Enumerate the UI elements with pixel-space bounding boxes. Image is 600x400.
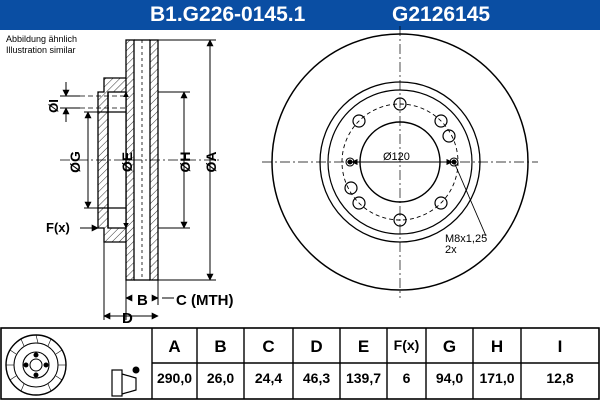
value-g: 94,0 (435, 370, 464, 386)
dim-label-f: F(x) (46, 220, 70, 235)
cross-section-view (60, 39, 220, 281)
col-header-d: D (310, 337, 323, 356)
reference-number: G2126145 (392, 3, 491, 26)
dim-label-c: C (MTH) (176, 292, 233, 309)
col-header-a: A (168, 337, 181, 356)
dim-label-i: ØI (46, 99, 61, 113)
col-header-f: F(x) (393, 337, 420, 353)
dim-label-d: D (122, 310, 133, 327)
part-number: B1.G226-0145.1 (150, 3, 306, 26)
value-e: 139,7 (345, 370, 382, 386)
disc-thumbnail (5, 334, 140, 397)
dim-label-a: ØA (203, 152, 219, 173)
value-b: 26,0 (206, 370, 235, 386)
pcd-label: Ø120 (383, 151, 410, 163)
section-icon (111, 369, 123, 397)
col-header-e: E (357, 337, 370, 356)
illustration-note-en: Illustration similar (6, 45, 76, 55)
illustration-note-de: Abbildung ähnlich (6, 34, 78, 44)
value-i: 12,8 (546, 370, 574, 386)
col-header-g: G (442, 337, 457, 356)
section-dimensions (60, 39, 216, 320)
value-f: 6 (402, 370, 411, 386)
dim-label-b: B (137, 292, 148, 309)
front-view (262, 26, 538, 298)
title-bar (0, 0, 600, 30)
value-d: 46,3 (302, 370, 331, 386)
col-header-b: B (214, 337, 227, 356)
spec-table-grid (0, 327, 600, 400)
wheel-bolt-holes (344, 97, 456, 227)
dim-label-e: ØE (119, 152, 135, 172)
thread-count-label: 2x (445, 244, 457, 256)
value-c: 24,4 (254, 370, 283, 386)
value-a: 290,0 (156, 370, 193, 386)
col-header-c: C (262, 337, 275, 356)
dim-label-g: ØG (67, 151, 83, 173)
col-header-i: I (557, 337, 563, 356)
dim-label-h: ØH (177, 152, 193, 173)
thread-size-label: M8x1,25 (445, 233, 487, 245)
value-h: 171,0 (479, 370, 515, 386)
col-header-h: H (490, 337, 504, 356)
